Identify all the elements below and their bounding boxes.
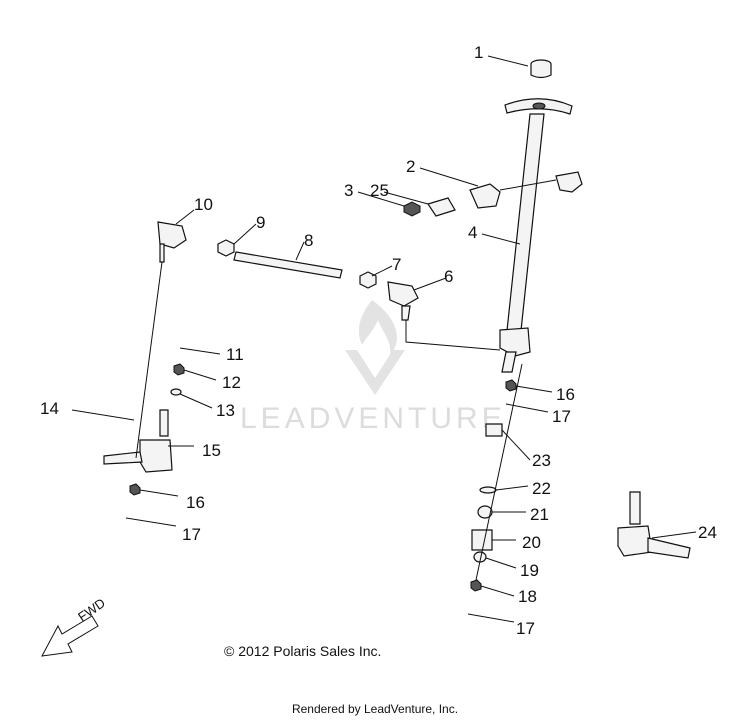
- callout-16-left: 16: [186, 493, 205, 512]
- part-10-tie-rod-end: [157, 221, 187, 263]
- part-2-bracket: [469, 171, 583, 209]
- footer-credit: Rendered by LeadVenture, Inc.: [291, 702, 459, 716]
- callout-17-bottom: 17: [516, 619, 535, 638]
- callout-15: 15: [202, 441, 221, 460]
- callout-17-left: 17: [182, 525, 201, 544]
- callout-18: 18: [518, 587, 537, 606]
- callout-3: 3: [344, 181, 353, 200]
- forward-arrow: FWD: [41, 595, 108, 657]
- callout-19: 19: [520, 561, 539, 580]
- callout-6: 6: [444, 267, 453, 286]
- part-4-steering-column: [499, 98, 573, 373]
- copyright-text: © 2012 Polaris Sales Inc.: [224, 643, 381, 659]
- part-7-nut: [359, 271, 377, 289]
- callout-25: 25: [370, 181, 389, 200]
- callout-numbers: 1 2 3 25 4 10 9 8 7 6 11 12 13 14 15 16 …: [40, 43, 717, 638]
- callout-13: 13: [216, 401, 235, 420]
- part-25-plate: [427, 197, 456, 217]
- watermark-text: LEADVENTURE: [240, 402, 506, 435]
- callout-17-right: 17: [552, 407, 571, 426]
- callout-4: 4: [468, 223, 477, 242]
- callout-8: 8: [304, 231, 313, 250]
- callout-14: 14: [40, 399, 59, 418]
- left-hardware: [129, 363, 185, 496]
- callout-24: 24: [698, 523, 717, 542]
- callout-21: 21: [530, 505, 549, 524]
- callout-23: 23: [532, 451, 551, 470]
- callout-11: 11: [226, 345, 244, 364]
- part-15-spindle: [103, 409, 173, 473]
- right-hardware-stack: [470, 379, 517, 592]
- callout-16-right: 16: [556, 385, 575, 404]
- callout-22: 22: [532, 479, 551, 498]
- callout-20: 20: [522, 533, 541, 552]
- part-1-cap: [530, 59, 552, 79]
- part-24-spindle: [617, 491, 691, 559]
- part-6-tie-rod-end: [387, 281, 419, 321]
- part-3-nut: [403, 201, 421, 217]
- callout-1: 1: [474, 43, 483, 62]
- forward-label: FWD: [75, 595, 108, 624]
- callout-12: 12: [222, 373, 241, 392]
- callout-9: 9: [256, 213, 265, 232]
- part-8-tie-rod: [233, 251, 343, 279]
- leadventure-watermark: LEADVENTURE: [240, 300, 506, 435]
- callout-2: 2: [406, 157, 415, 176]
- callout-7: 7: [392, 255, 401, 274]
- part-9-nut: [217, 239, 235, 257]
- callout-10: 10: [194, 195, 213, 214]
- leader-lines: [71, 55, 697, 623]
